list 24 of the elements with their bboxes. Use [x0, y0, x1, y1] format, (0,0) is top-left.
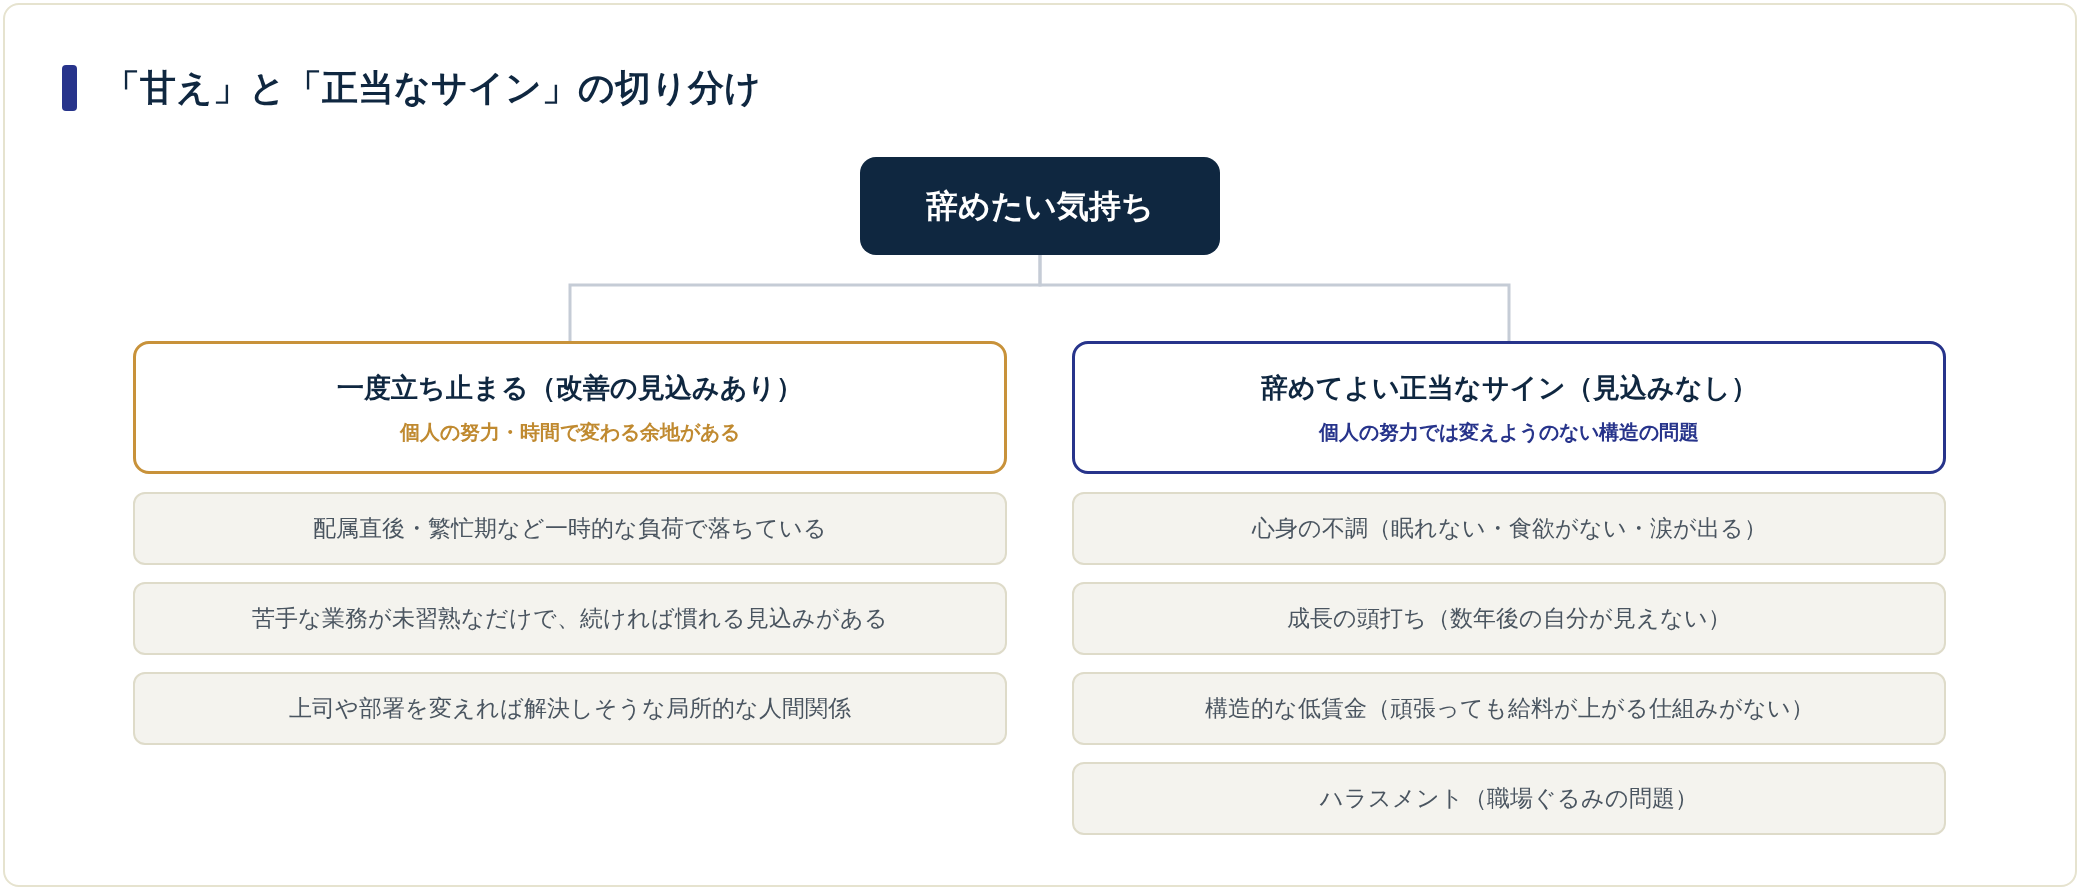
item-text: 心身の不調（眠れない・食欲がない・涙が出る）: [1251, 514, 1767, 544]
category-heading: 一度立ち止まる（改善の見込みあり）: [337, 371, 803, 406]
category-box: [1072, 341, 1946, 474]
category-subtitle: 個人の努力・時間で変わる余地がある: [400, 418, 740, 446]
item-text: 成長の頭打ち（数年後の自分が見えない）: [1287, 604, 1731, 634]
category-heading: 辞めてよい正当なサイン（見込みなし）: [1260, 371, 1758, 406]
item-box: [1072, 582, 1946, 655]
item-box: [1072, 492, 1946, 565]
root-box: [860, 157, 1220, 255]
item-box: [1072, 762, 1946, 835]
item-text: ハラスメント（職場ぐるみの問題）: [1320, 784, 1698, 814]
item-text: 苦手な業務が未習熟なだけで、続ければ慣れる見込みがある: [252, 604, 888, 634]
category-subtitle: 個人の努力では変えようのない構造の問題: [1319, 418, 1699, 446]
item-text: 配属直後・繁忙期など一時的な負荷で落ちている: [313, 514, 827, 544]
item-box: [133, 492, 1007, 565]
connector-line: [1038, 255, 1511, 341]
category-box: [133, 341, 1007, 474]
title: 「甘え」と「正当なサイン」の切り分け: [104, 66, 761, 110]
item-text: 上司や部署を変えれば解決しそうな局所的な人間関係: [289, 694, 851, 724]
item-box: [1072, 672, 1946, 745]
item-box: [133, 582, 1007, 655]
root-label: 辞めたい気持ち: [926, 186, 1154, 227]
item-text: 構造的な低賃金（頑張っても給料が上がる仕組みがない）: [1204, 694, 1814, 724]
item-box: [133, 672, 1007, 745]
